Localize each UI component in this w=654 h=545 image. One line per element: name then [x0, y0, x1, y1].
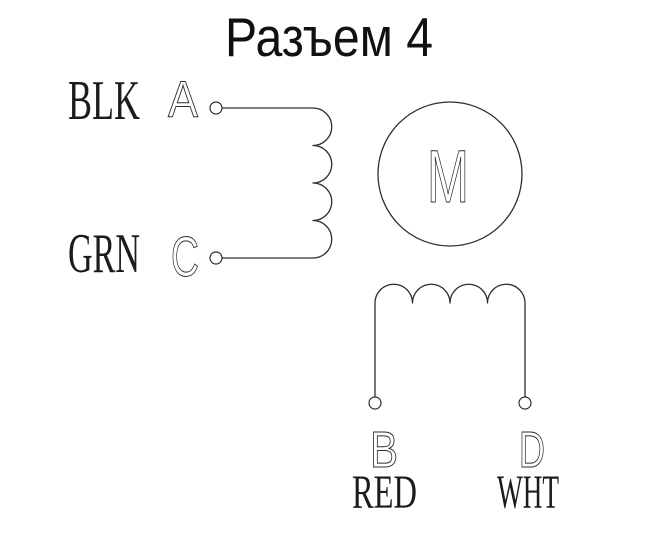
- wire-color-label-blk: BLK: [68, 70, 140, 132]
- terminal-b-dot: [368, 396, 382, 410]
- motor-circle: [377, 101, 523, 247]
- wire-color-label-wht: WHT: [497, 466, 559, 519]
- terminal-label-d: D: [519, 421, 545, 478]
- terminal-d-dot: [518, 396, 532, 410]
- wire-color-label-grn: GRN: [68, 223, 140, 285]
- terminal-label-c: C: [171, 225, 199, 289]
- terminal-label-a: A: [168, 71, 198, 128]
- terminal-c-dot: [209, 251, 223, 265]
- terminal-label-b: B: [370, 421, 398, 478]
- page-title: Разъем 4: [225, 6, 433, 68]
- coil-phase-ac: [221, 107, 333, 259]
- coil-phase-bd: [374, 283, 526, 398]
- wire-color-label-red: RED: [352, 466, 417, 519]
- motor-label: M: [427, 135, 469, 218]
- terminal-a-dot: [209, 101, 223, 115]
